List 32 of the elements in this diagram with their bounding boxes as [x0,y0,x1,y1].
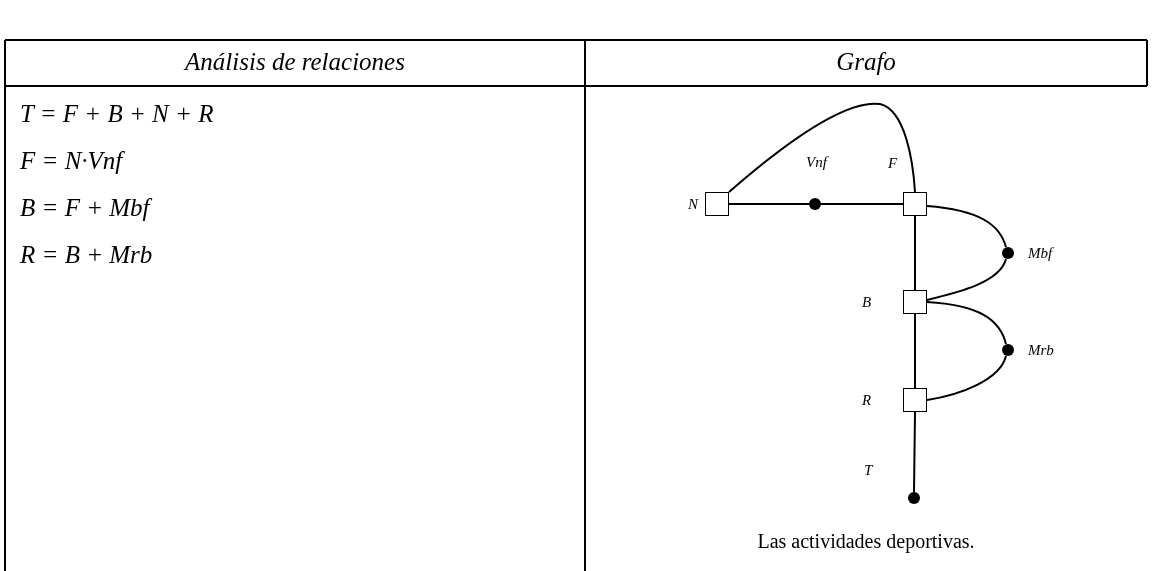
node-label: N [688,196,698,213]
equation: T = F + B + N + R [20,100,214,128]
square-node [903,388,927,412]
connector-line [728,203,810,205]
equation: F = N·Vnf [20,147,123,175]
dot-node [908,492,920,504]
connector-line [926,355,1007,401]
square-node [903,290,927,314]
dot-node [1002,344,1014,356]
connector-line [728,102,916,193]
connector-line [914,313,916,389]
connector-line [913,411,916,493]
dot-node [1002,247,1014,259]
square-node [705,192,729,216]
node-label: Vnf [806,154,827,171]
node-label: B [862,294,872,311]
caption: Las actividades deportivas. [757,530,975,553]
connector-line [820,203,904,205]
equation: R = B + Mrb [20,241,153,269]
node-label: F [888,155,898,172]
dot-node [809,198,821,210]
node-label: R [862,392,872,409]
node-label: T [864,462,873,479]
connector-line [926,258,1007,301]
node-label: Mrb [1028,342,1054,359]
node-label: Mbf [1028,245,1053,262]
column-header: Grafo [836,48,896,76]
column-header: Análisis de relaciones [185,48,405,76]
connector-line [914,215,916,291]
connector-line [926,205,1007,248]
square-node [903,192,927,216]
connector-line [926,301,1007,345]
